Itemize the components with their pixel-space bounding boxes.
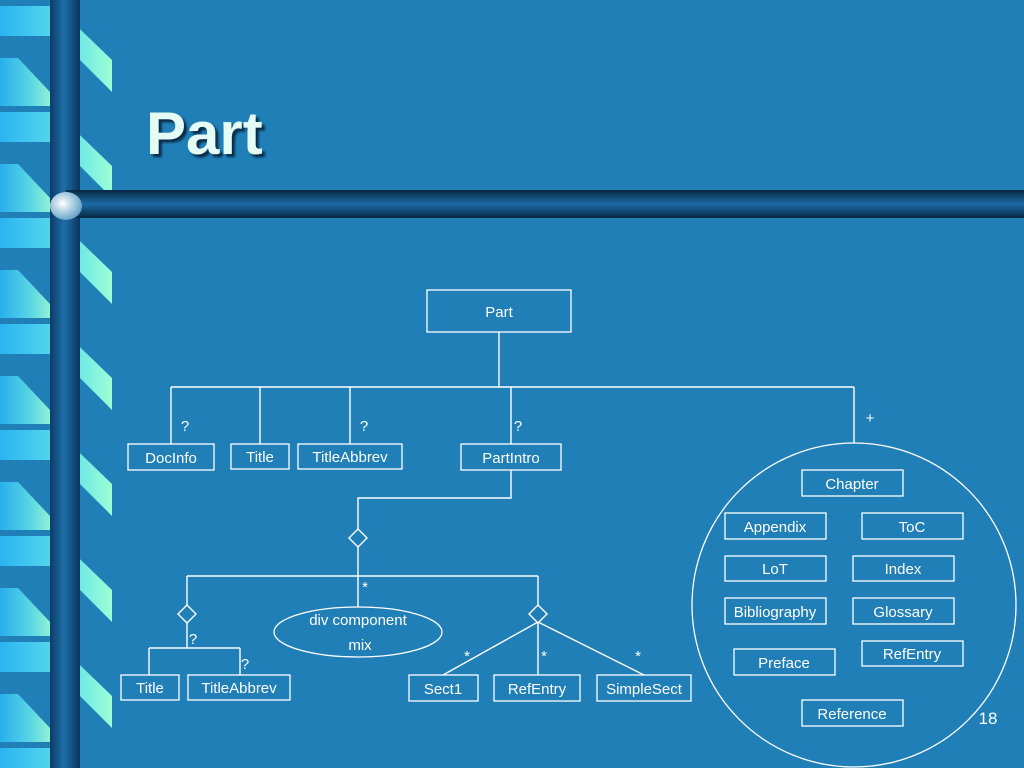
node-index: Index — [852, 555, 955, 582]
node-preface: Preface — [733, 648, 836, 676]
node-titleabbrev-label: TitleAbbrev — [312, 449, 388, 466]
node-toc: ToC — [861, 512, 964, 540]
node-reference: Reference — [801, 699, 904, 727]
node-docinfo-label: DocInfo — [145, 450, 197, 467]
pole — [50, 0, 80, 768]
header-bar — [66, 190, 1024, 218]
node-simplesect-label: SimpleSect — [606, 681, 683, 698]
mark-intro-title-optional: ? — [189, 631, 197, 648]
node-part: Part — [426, 289, 572, 333]
choice-diamond-sections — [528, 604, 548, 624]
node-intro-title: Title — [120, 674, 180, 701]
node-title-label: Title — [246, 449, 274, 466]
node-chapter-label: Chapter — [825, 476, 878, 493]
node-sect1-label: Sect1 — [424, 681, 462, 698]
slide-title: Part — [146, 100, 263, 167]
mark-intro-titleabbrev-optional: ? — [241, 656, 249, 673]
node-toc-label: ToC — [899, 519, 926, 536]
mark-partintro-optional: ? — [514, 418, 522, 435]
div-component-label-line1: div component — [309, 612, 407, 629]
node-chapter: Chapter — [801, 469, 904, 497]
node-partintro: PartIntro — [460, 443, 562, 471]
node-preface-label: Preface — [758, 655, 810, 672]
node-lot: LoT — [724, 555, 827, 582]
mark-sect1-repeat: * — [464, 648, 470, 665]
node-index-label: Index — [885, 561, 922, 578]
node-glossary-label: Glossary — [873, 604, 933, 621]
mark-components-one-or-more: + — [866, 410, 875, 427]
div-component-label-line2: mix — [348, 637, 372, 654]
mark-titleabbrev-optional: ? — [360, 418, 368, 435]
mark-div-component-repeat: * — [362, 579, 368, 596]
node-bibliography: Bibliography — [724, 597, 827, 625]
node-docinfo: DocInfo — [127, 443, 215, 471]
connectors — [148, 332, 855, 676]
mark-refentry-repeat: * — [541, 648, 547, 665]
node-titleabbrev: TitleAbbrev — [297, 443, 403, 470]
node-intro-title-label: Title — [136, 680, 164, 697]
choice-diamond-title — [177, 604, 197, 624]
node-simplesect: SimpleSect — [596, 674, 692, 702]
node-part-label: Part — [485, 304, 513, 321]
node-intro-refentry-label: RefEntry — [508, 681, 567, 698]
node-partintro-label: PartIntro — [482, 450, 540, 467]
node-sect1: Sect1 — [408, 674, 479, 702]
node-appendix-label: Appendix — [744, 519, 807, 536]
node-lot-label: LoT — [762, 561, 788, 578]
node-refentry: RefEntry — [861, 640, 964, 667]
node-reference-label: Reference — [817, 706, 886, 723]
node-intro-titleabbrev: TitleAbbrev — [187, 674, 291, 701]
node-intro-titleabbrev-label: TitleAbbrev — [201, 680, 277, 697]
node-refentry-label: RefEntry — [883, 646, 942, 663]
page-number: 18 — [979, 709, 998, 728]
mark-simplesect-repeat: * — [635, 648, 641, 665]
node-glossary: Glossary — [852, 597, 955, 625]
choice-diamond-partintro — [348, 528, 368, 548]
component-circle — [691, 442, 1017, 768]
node-div-component-mix: div component mix — [273, 606, 443, 658]
node-title: Title — [230, 443, 290, 470]
node-bibliography-label: Bibliography — [734, 604, 817, 621]
bar-knob — [50, 192, 82, 220]
mark-docinfo-optional: ? — [181, 418, 189, 435]
node-appendix: Appendix — [724, 512, 827, 540]
node-intro-refentry: RefEntry — [493, 674, 581, 702]
